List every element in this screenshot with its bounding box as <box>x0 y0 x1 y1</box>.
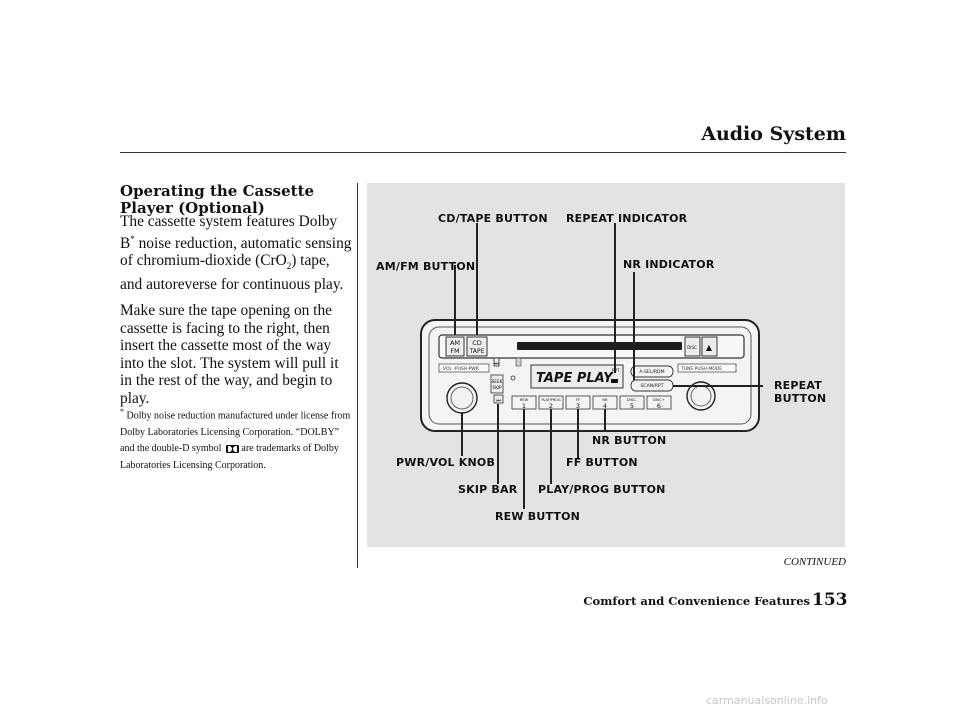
p1-text-c: ) tape, and autoreverse for continuous p… <box>120 252 344 293</box>
preset-6-number: 6 <box>657 402 661 410</box>
leader-repeat-button <box>673 385 763 387</box>
body-paragraph-1: The cassette system features Dolby B* no… <box>120 213 352 294</box>
p1-subscript: 2 <box>286 261 292 272</box>
svg-text:⏮: ⏮ <box>496 398 501 404</box>
p1-text-b: noise reduction, automatic sensing of ch… <box>120 234 352 270</box>
leader-nr-indicator <box>633 272 635 380</box>
eject-icon: ▲ <box>706 343 713 352</box>
eject-button[interactable] <box>701 336 718 357</box>
footnote-text-b: are trademarks of Dolby Laboratories Lic… <box>120 443 339 471</box>
p1-text-a: The cassette system features Dolby B <box>120 213 338 252</box>
disc-minus-button[interactable] <box>619 395 645 410</box>
footnote-asterisk: * <box>120 407 124 416</box>
seek-up-button[interactable] <box>493 357 500 367</box>
watermark: carmanualsonline.info <box>706 694 828 707</box>
disc-plus-button[interactable] <box>646 395 672 410</box>
preset-4-number: 4 <box>603 402 607 410</box>
leader-repeat-indicator <box>614 223 616 373</box>
preset-5-label: DISC- <box>627 398 638 402</box>
leader-skip-bar <box>497 404 499 484</box>
leader-pwr-vol <box>461 413 463 456</box>
fm-label: FM <box>450 347 459 355</box>
leader-nr-button <box>604 409 606 431</box>
svg-text:⏭: ⏭ <box>494 361 499 367</box>
callout-pwr-vol-knob: PWR/VOL KNOB <box>396 456 496 469</box>
cd-label: CD <box>472 339 482 347</box>
leader-ff <box>577 409 579 458</box>
callout-repeat-indicator: REPEAT INDICATOR <box>566 212 688 225</box>
continued-label: CONTINUED <box>783 556 846 568</box>
callout-nr-button: NR BUTTON <box>592 434 667 447</box>
leader-cd-tape <box>476 223 478 335</box>
page-title: Audio System <box>701 123 846 145</box>
footer-section-title: Comfort and Convenience Features <box>583 594 810 608</box>
preset-1-number: 1 <box>522 402 526 410</box>
am-label: AM <box>450 339 460 347</box>
repeat-indicator: RPT <box>612 368 620 373</box>
seek-label: SEEK <box>492 379 503 384</box>
am-fm-button[interactable] <box>445 336 465 357</box>
preset-5-number: 5 <box>630 402 634 410</box>
footnote: * Dolby noise reduction manufactured und… <box>120 404 352 474</box>
leader-am-fm <box>454 265 456 335</box>
skip-label: SKIP <box>492 385 502 390</box>
section-heading: Operating the Cassette Player (Optional) <box>120 182 315 217</box>
page-number: 153 <box>812 590 848 610</box>
p1-asterisk: * <box>130 233 135 244</box>
lcd-display <box>530 364 624 389</box>
callout-repeat-button-line2: BUTTON <box>774 392 827 405</box>
header-rule <box>120 152 846 153</box>
footnote-text-a: Dolby noise reduction manufactured under… <box>120 410 351 455</box>
display-readout: TAPE PLAY <box>536 371 614 386</box>
callout-repeat-button-line1: REPEAT <box>774 379 822 392</box>
scan-rpt-label: SCAN/RPT <box>640 383 663 389</box>
tape-label: TAPE <box>469 348 485 355</box>
leader-rew <box>523 409 525 509</box>
seek-down-button[interactable] <box>493 394 504 404</box>
disc-label: DISC <box>687 345 697 350</box>
skip-bar[interactable] <box>490 374 504 394</box>
preset-3-number: 3 <box>576 402 580 410</box>
vol-pwr-label: VOL ·PUSH·PWR <box>443 366 479 372</box>
preset-2-label: PLAY/PROG <box>542 398 561 402</box>
radio-illustration: AM FM CD TAPE DISC ▲ VOL ·PUSH·PWR TUNE·… <box>420 319 760 432</box>
callout-skip-bar: SKIP BAR <box>458 483 518 496</box>
asel-rdm-label: A.SEL/RDM <box>639 369 664 375</box>
column-divider <box>357 183 358 568</box>
callout-rew-button: REW BUTTON <box>495 510 581 523</box>
asel-rdm-button[interactable] <box>630 365 674 378</box>
leader-play-prog <box>550 409 552 484</box>
audio-unit-figure: AM FM CD TAPE DISC ▲ VOL ·PUSH·PWR TUNE·… <box>367 183 845 547</box>
callout-play-prog-button: PLAY/PROG BUTTON <box>538 483 666 496</box>
preset-1-label: REW <box>520 398 529 402</box>
cd-tape-button[interactable] <box>466 336 488 357</box>
preset-6-label: DISC+ <box>653 398 665 402</box>
preset-2-number: 2 <box>549 402 553 410</box>
tape-slot <box>517 342 682 350</box>
preset-4-label: NR <box>602 398 608 402</box>
body-paragraph-2: Make sure the tape opening on the casset… <box>120 302 339 407</box>
preset-3-label: FF <box>576 398 580 402</box>
callout-nr-indicator: NR INDICATOR <box>623 258 715 271</box>
callout-cd-tape-button: CD/TAPE BUTTON <box>438 212 548 225</box>
nr-indicator <box>611 379 618 383</box>
tune-mode-label: TUNE·PUSH·MODE <box>680 366 722 372</box>
callout-ff-button: FF BUTTON <box>566 456 638 469</box>
dolby-double-d-icon <box>225 445 239 454</box>
disc-button[interactable] <box>684 336 701 357</box>
callout-am-fm-button: AM/FM BUTTON <box>376 260 476 273</box>
